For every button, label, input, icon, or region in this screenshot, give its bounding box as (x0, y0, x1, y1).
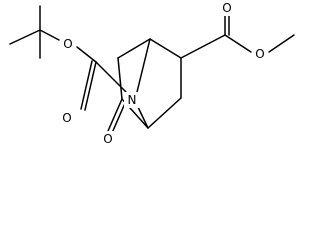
bond-boc-carbonyl-double-b (80, 60, 93, 110)
bond-ring-top-to-n (136, 38, 151, 93)
bond-ring-bottom-right (147, 97, 182, 129)
bond-ring-bridgehead-top (149, 38, 182, 59)
bond-ring-n-to-bottom (136, 104, 149, 129)
bond-ester-o-to-carbonyl-c (76, 46, 97, 63)
chemical-structure-diagram: O O N O O O (9, 0, 295, 147)
bond-ring-to-ester-carbonyl (180, 34, 226, 59)
bond-tbu-methyl-left (9, 29, 41, 45)
bond-tbu-to-oxygen (39, 29, 60, 41)
atom-label-ester-carbonyl-oxygen-right: O (220, 0, 234, 16)
bond-ester-o-to-methyl (268, 34, 295, 53)
bond-ring-ch2-b (117, 57, 123, 100)
svg-text:O: O (103, 132, 112, 146)
svg-text:O: O (255, 47, 264, 61)
svg-text:O: O (62, 111, 71, 125)
atom-label-nitrogen: N (124, 92, 140, 108)
bond-ring-ch2-a (117, 38, 151, 59)
atom-label-ester-oxygen-left: O (61, 36, 75, 52)
bond-boc-carbonyl-double-a (84, 61, 97, 111)
atom-label-ester-oxygen-right: O (253, 46, 267, 62)
bond-ketone-double-a (107, 98, 123, 132)
svg-text:O: O (222, 1, 231, 15)
bond-ketone-double-b (111, 100, 127, 134)
atom-label-carbonyl-oxygen-left: O (60, 110, 74, 126)
atom-label-ketone-oxygen: O (101, 131, 115, 147)
svg-text:N: N (128, 93, 137, 107)
bond-ester-carbonyl-to-o (224, 34, 252, 53)
svg-text:O: O (63, 37, 72, 51)
